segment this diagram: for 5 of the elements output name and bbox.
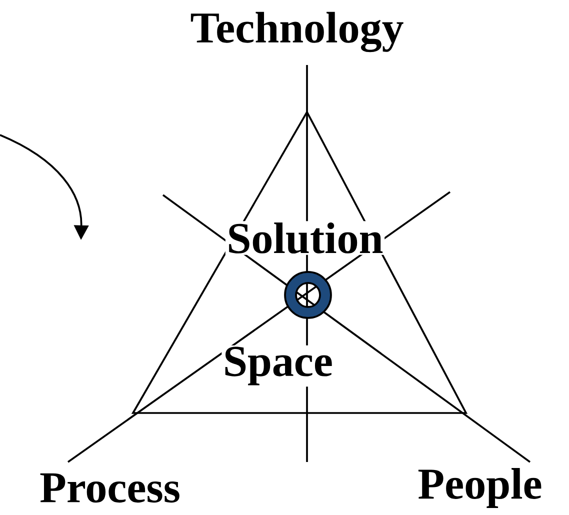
label: Process (38, 472, 182, 504)
label: Technology (188, 10, 406, 54)
label: Solution (225, 221, 385, 255)
label: People (416, 466, 544, 510)
label: Space (222, 345, 334, 387)
